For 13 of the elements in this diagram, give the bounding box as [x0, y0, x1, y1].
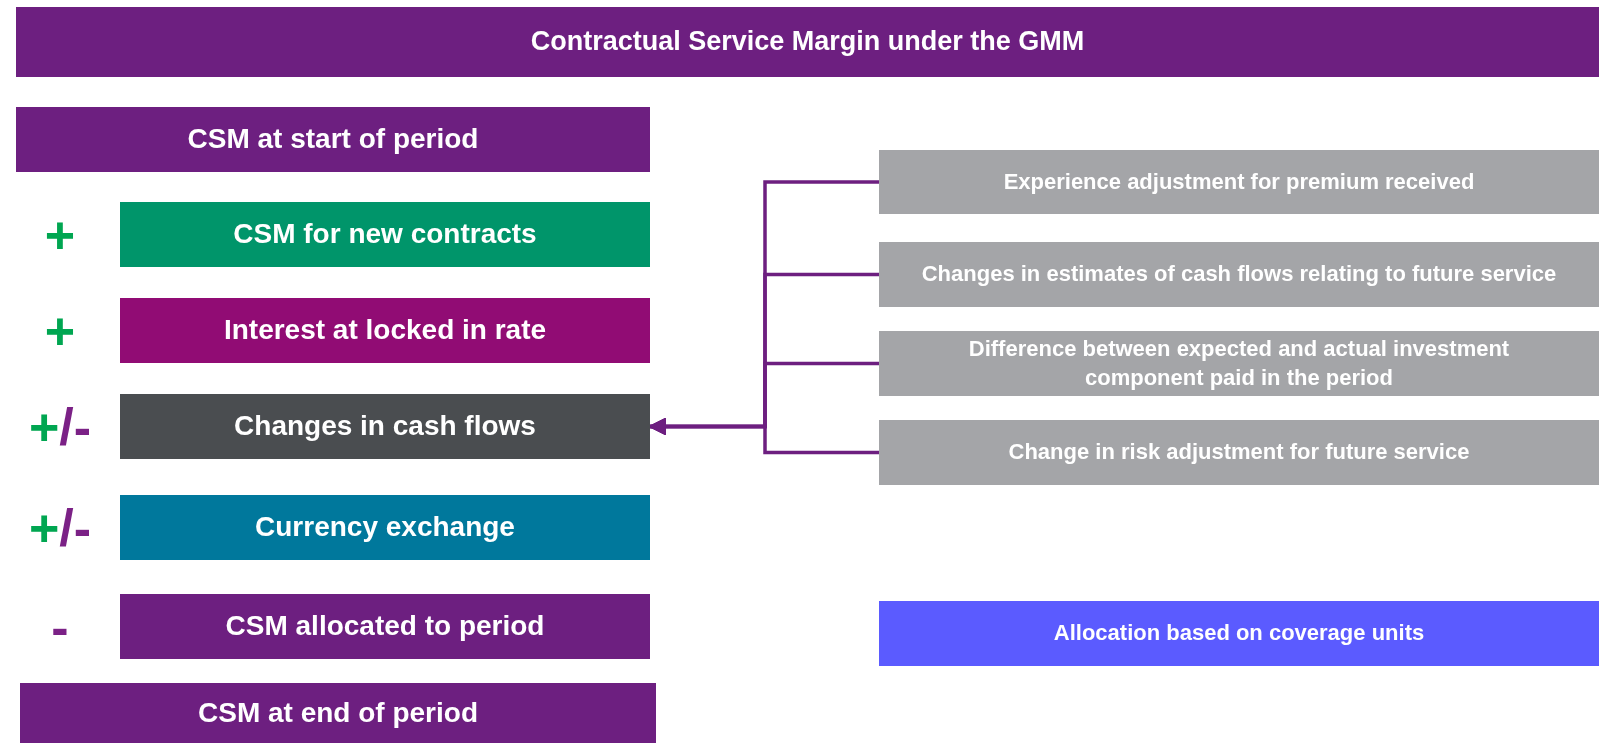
- title-band: Contractual Service Margin under the GMM: [16, 7, 1599, 77]
- allocation-box: Allocation based on coverage units: [879, 601, 1599, 666]
- sign-symbol: +: [43, 208, 77, 261]
- sign-symbol: +: [43, 304, 77, 357]
- component-box: Experience adjustment for premium received: [879, 150, 1599, 214]
- component-box: Change in risk adjustment for future service: [879, 420, 1599, 485]
- component-box: Difference between expected and actual investment component paid in the period: [879, 331, 1599, 396]
- sign-symbol: +/-: [27, 501, 93, 554]
- sign-symbol: -: [50, 600, 70, 653]
- end-balance-box: CSM at end of period: [20, 683, 656, 743]
- sign-symbol: +/-: [27, 400, 93, 453]
- component-box: Changes in estimates of cash flows relating to future service: [879, 242, 1599, 307]
- start-balance-box: CSM at start of period: [16, 107, 650, 172]
